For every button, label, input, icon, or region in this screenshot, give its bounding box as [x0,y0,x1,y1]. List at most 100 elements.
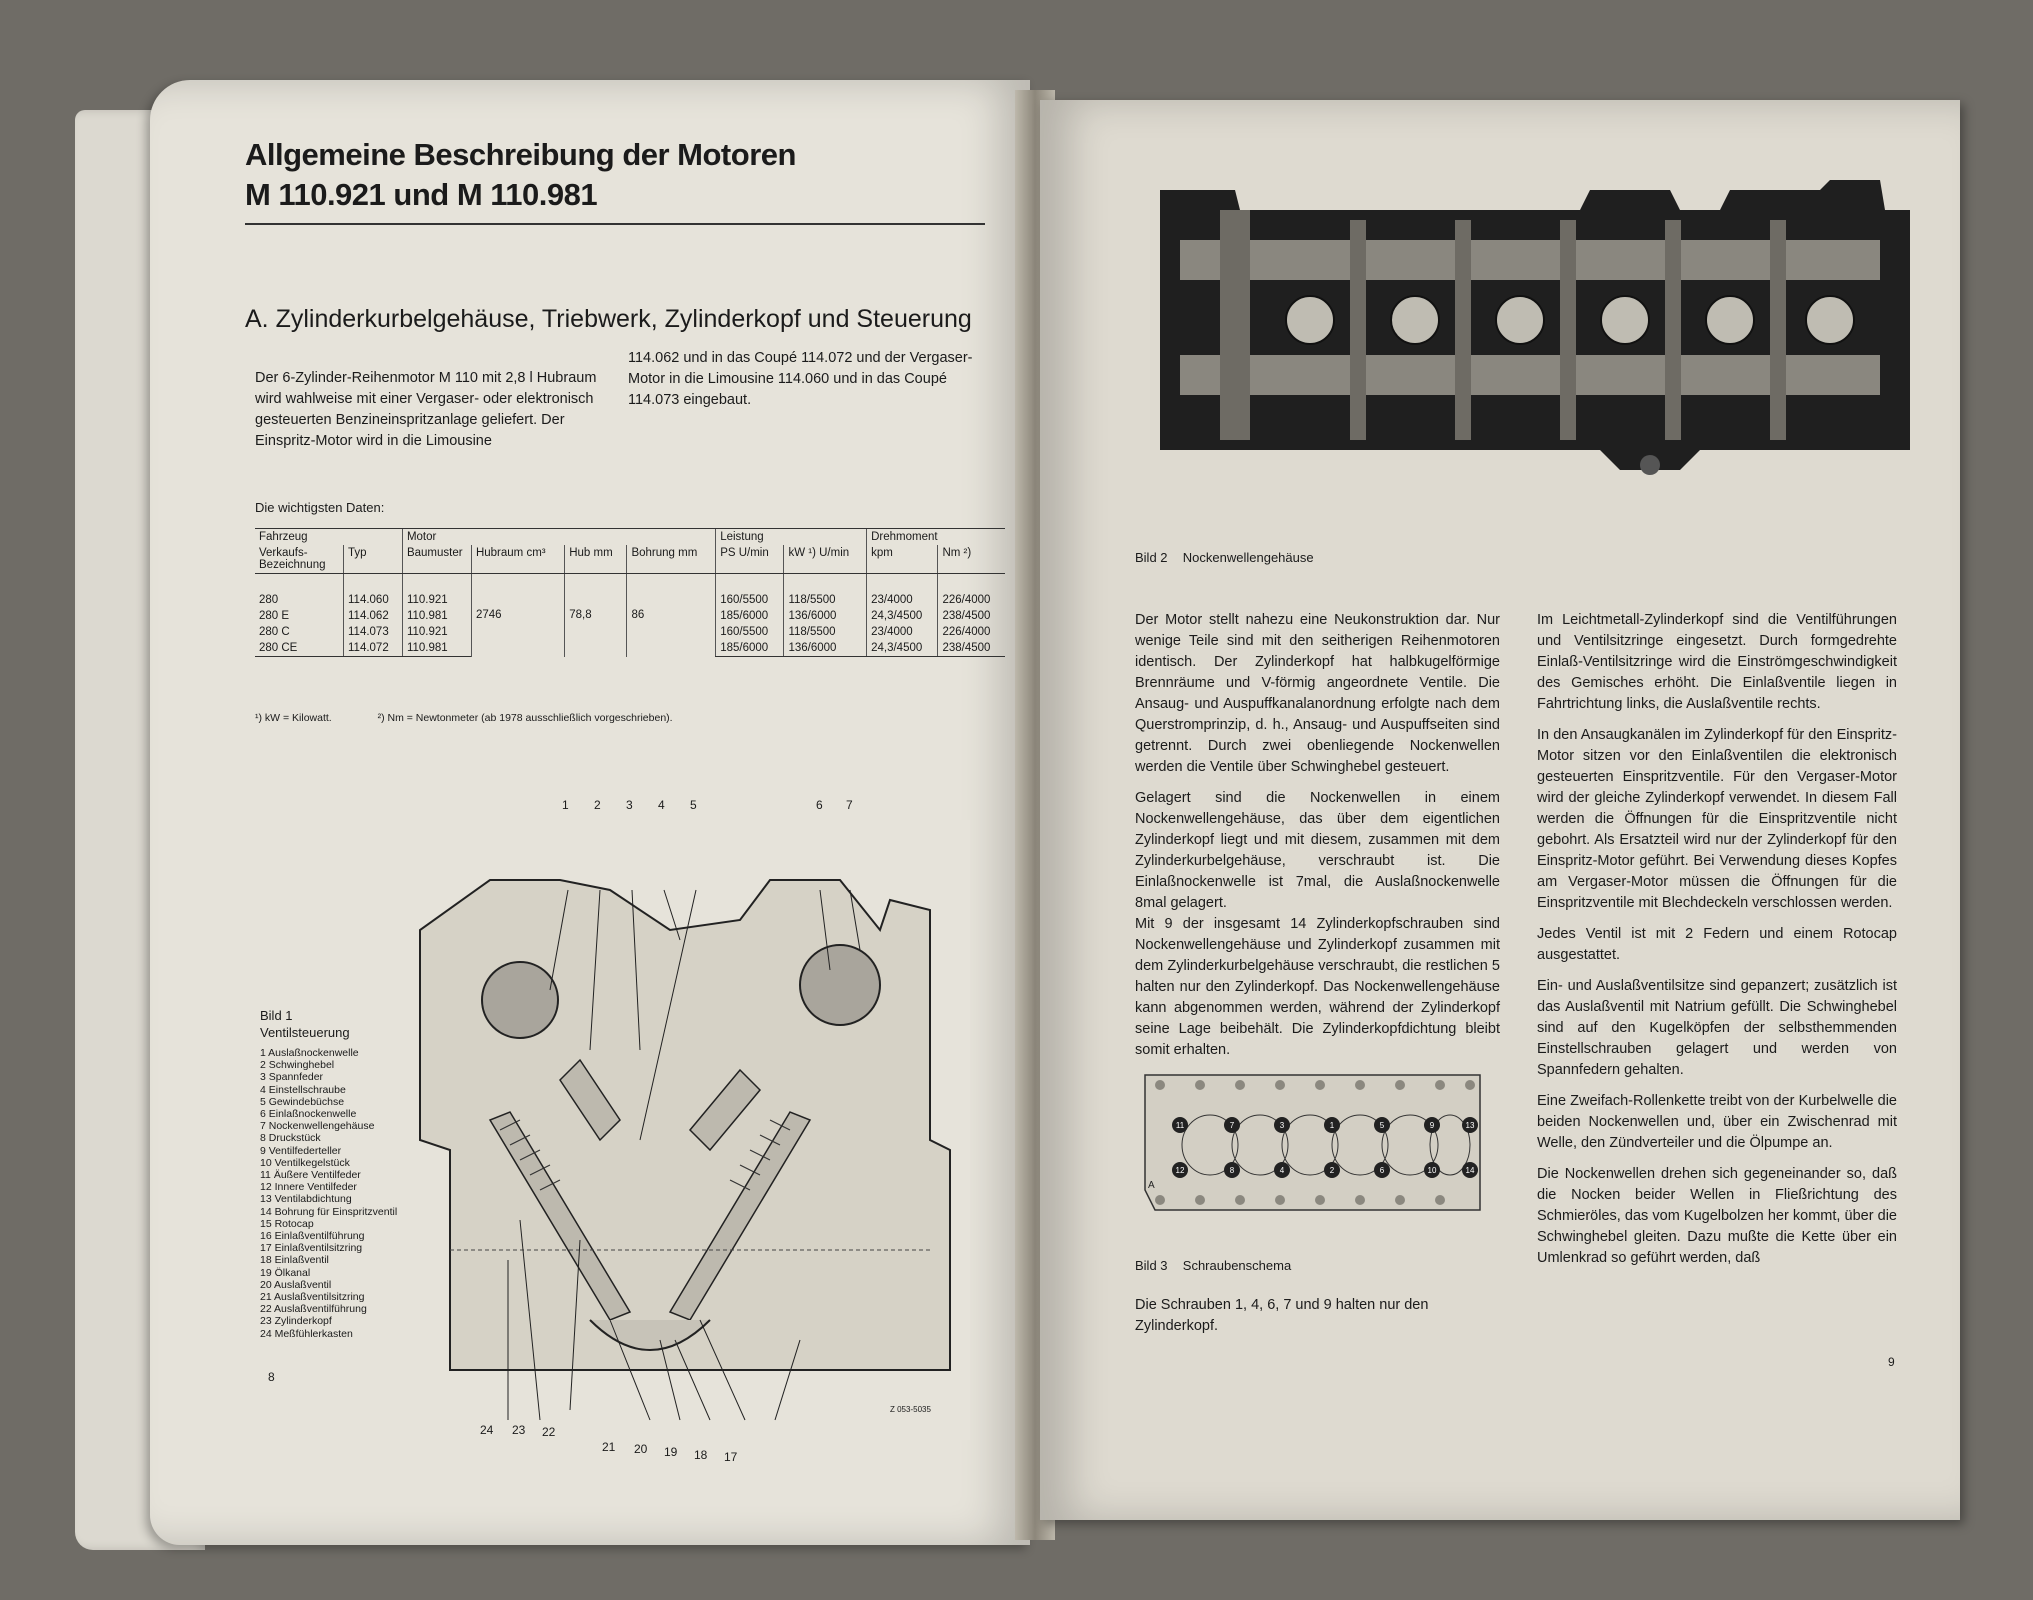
callout-5: 5 [690,798,697,812]
th-nm: Nm ²) [937,545,1005,574]
table-row: 280 E 114.062 110.981 185/6000 136/6000 … [255,608,1005,624]
fig1-code: Z 053-5035 [890,1405,931,1414]
callout-3: 3 [626,798,633,812]
legend-item: 18 Einlaßventil [260,1254,329,1267]
cell-bohrung: 86 [626,573,716,657]
fig3-label: Bild 3 [1135,1258,1168,1273]
table-footnotes: ¹) kW = Kilowatt. ²) Nm = Newtonmeter (a… [255,712,673,724]
right-column-2: Im Leichtmetall-Zylinderkopf sind die Ve… [1537,610,1897,1279]
legend-item: 5 Gewindebüchse [260,1095,345,1108]
callout-23: 23 [512,1423,526,1437]
cell-baumuster: 110.981 [401,608,472,624]
legend-item: 21 Auslaßventilsitzring [260,1291,365,1304]
table-row: 280 114.060 110.921 2746 78,8 86 160/550… [255,573,1005,657]
right-page: Bild 2 Nockenwellengehäuse Der Motor ste… [1040,100,1960,1520]
cell-kw: 118/5500 [783,573,867,608]
legend-item: 2 Schwinghebel [260,1059,335,1072]
legend-item: 7 Nockenwellengehäuse [260,1120,375,1133]
title-rule [245,223,985,225]
cell-kpm: 24,3/4500 [866,608,938,624]
cell-typ: 114.072 [343,640,403,657]
legend-item: 15 Rotocap [260,1217,314,1230]
th-fahrzeug: Fahrzeug [255,528,403,545]
th-motor: Motor [401,528,716,545]
page-number-left: 8 [268,1370,275,1384]
th-kw: kW ¹) U/min [783,545,867,574]
data-label: Die wichtigsten Daten: [255,500,385,515]
bolt-6: 6 [1380,1166,1385,1175]
bolt-8: 8 [1230,1166,1235,1175]
cell-typ: 114.060 [343,573,403,608]
bolt-12: 12 [1176,1166,1185,1175]
title-line-2: M 110.921 und M 110.981 [245,177,598,212]
footnote-1: ¹) kW = Kilowatt. [255,712,332,724]
fig1-title: Ventilsteuerung [260,1025,350,1040]
bolt-14: 14 [1466,1166,1475,1175]
bolt-9: 9 [1430,1121,1435,1130]
callout-18: 18 [694,1448,708,1462]
fig3-text: Die Schrauben 1, 4, 6, 7 und 9 halten nu… [1135,1297,1429,1334]
col2-paragraph-6: Die Nockenwellen drehen sich gegeneinand… [1537,1166,1897,1266]
cell-kw: 118/5500 [783,624,867,640]
cell-nm: 226/4000 [937,624,1005,640]
th-hub: Hub mm [564,545,627,574]
cell-nm: 238/4500 [937,608,1005,624]
th-kpm: kpm [866,545,938,574]
engine-data-table: Fahrzeug Motor Leistung Drehmoment Verka… [255,528,1005,657]
cell-name: 280 E [259,610,290,622]
cell-ps: 160/5500 [715,573,784,608]
title-line-1: Allgemeine Beschreibung der Motoren [245,137,796,172]
callout-20: 20 [634,1442,648,1456]
cell-hub: 78,8 [564,573,627,657]
col2-paragraph-4: Ein- und Auslaßventilsitze sind gepanzer… [1537,978,1897,1078]
callout-19: 19 [664,1445,678,1459]
bolt-5: 5 [1380,1121,1385,1130]
legend-item: 9 Ventilfederteller [260,1144,342,1157]
bolt-10: 10 [1428,1166,1437,1175]
legend-item: 23 Zylinderkopf [260,1315,332,1328]
legend-item: 16 Einlaßventilführung [260,1230,365,1243]
callout-7: 7 [846,798,853,812]
th-verkauf: Verkaufs-Bezeichnung [255,545,344,574]
col2-paragraph-2: In den Ansaugkanälen im Zylinderkopf für… [1537,727,1897,911]
fig1-legend: Bild 1 Ventilsteuerung 1 Auslaßnockenwel… [260,1007,397,1340]
cell-baumuster: 110.921 [401,573,472,608]
legend-item: 3 Spannfeder [260,1071,324,1084]
page-title: Allgemeine Beschreibung der Motoren M 11… [245,135,796,215]
fig3-title: Schraubenschema [1182,1258,1292,1273]
camshaft-housing-photo [1140,170,1915,490]
bolt-4: 4 [1280,1166,1285,1175]
callout-2: 2 [594,798,601,812]
cell-typ: 114.073 [343,624,403,640]
col1-paragraph-2: Gelagert sind die Nockenwellen in einem … [1135,790,1500,911]
cell-kpm: 23/4000 [866,573,938,608]
cell-ps: 185/6000 [715,608,784,624]
bolt-2: 2 [1330,1166,1335,1175]
callout-24: 24 [480,1423,494,1437]
legend-item: 19 Ölkanal [260,1266,311,1279]
intro-text-2: 114.062 und in das Coupé 114.072 und der… [628,350,973,408]
legend-item: 24 Meßfühlerkasten [260,1327,353,1340]
col2-paragraph-1: Im Leichtmetall-Zylinderkopf sind die Ve… [1537,612,1897,712]
legend-item: 17 Einlaßventilsitzring [260,1242,363,1255]
bolt-marker: A [1148,1180,1155,1191]
fig2-caption: Bild 2 Nockenwellengehäuse [1135,550,1314,565]
bolt-pattern-diagram: 11 7 3 1 5 9 13 12 8 4 2 6 10 14 A [1144,1074,1481,1211]
cell-baumuster: 110.981 [401,640,472,657]
cell-name: 280 CE [255,640,344,657]
callout-1: 1 [562,798,569,812]
col1-paragraph-1: Der Motor stellt nahezu eine Neukonstruk… [1135,612,1500,775]
callout-21: 21 [602,1440,616,1454]
legend-item: 13 Ventilabdichtung [260,1193,352,1206]
table-row: 280 CE 114.072 110.981 185/6000 136/6000… [255,640,1005,657]
callout-4: 4 [658,798,665,812]
callout-6: 6 [816,798,823,812]
intro-column-1: Der 6-Zylinder-Reihenmotor M 110 mit 2,8… [255,368,600,462]
page-number-right: 9 [1888,1355,1895,1369]
bolt-3: 3 [1280,1121,1285,1130]
cell-typ: 114.062 [343,608,403,624]
cell-nm: 226/4000 [937,573,1005,608]
legend-item: 4 Einstellschraube [260,1083,346,1096]
fig2-title: Nockenwellengehäuse [1182,550,1314,565]
